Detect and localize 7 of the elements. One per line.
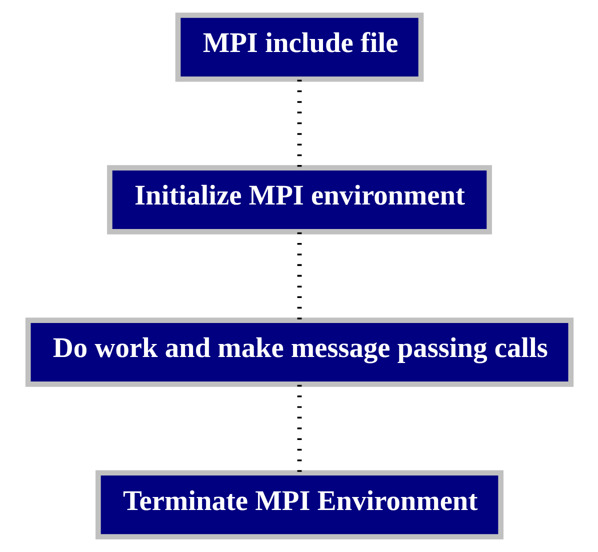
connector: [296, 80, 302, 168]
node-box: Terminate MPI Environment: [95, 470, 503, 540]
node-box: Initialize MPI environment: [106, 165, 492, 234]
connector: [296, 232, 302, 320]
node-box: MPI include file: [174, 12, 424, 82]
node-box: Do work and make message passing calls: [24, 318, 574, 387]
connector: [296, 384, 302, 473]
